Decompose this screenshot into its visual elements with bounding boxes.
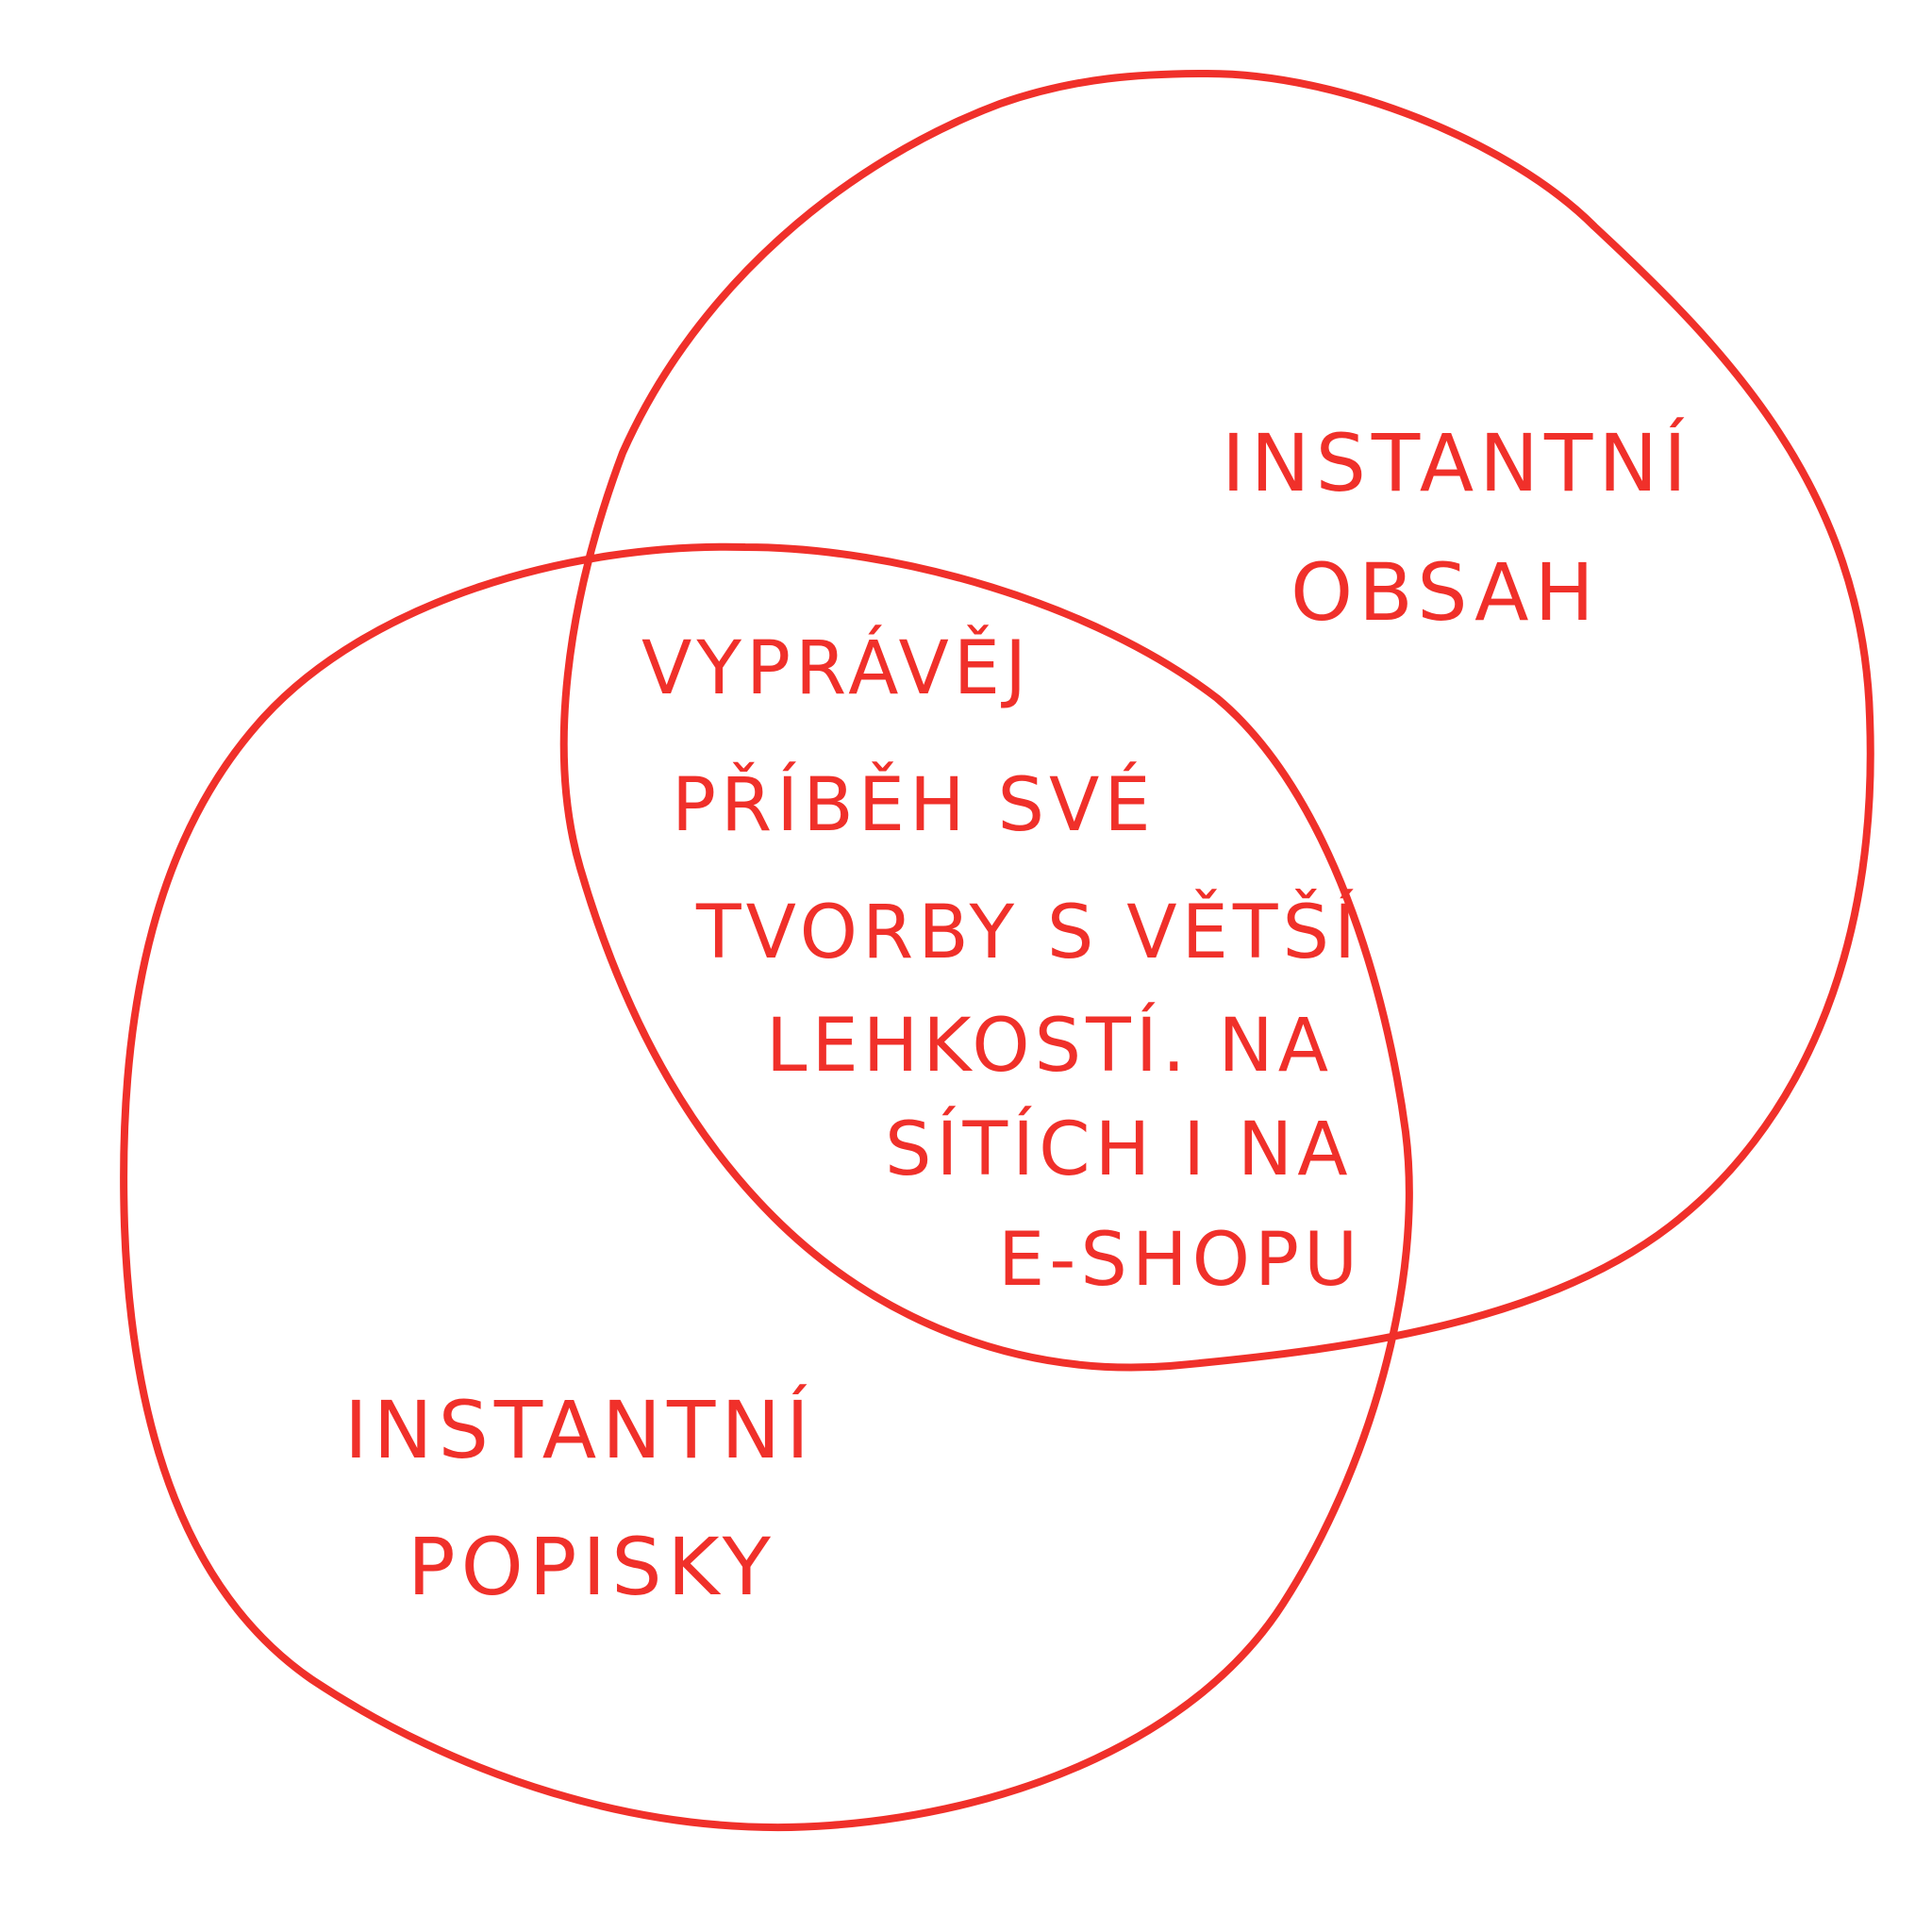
label-content: INSTANTNÍ OBSAH [1222, 417, 1724, 639]
intersection-line-3: TVORBY S VĚTŠÍ [695, 889, 1360, 975]
set-circle-captions [120, 542, 1413, 1831]
set-circle-content [559, 70, 1874, 1372]
label-content-line-1: INSTANTNÍ [1222, 417, 1692, 509]
label-captions-line-2: POPISKY [408, 1521, 776, 1613]
label-content-line-2: OBSAH [1291, 546, 1600, 639]
intersection-line-6: E-SHOPU [998, 1218, 1362, 1303]
label-intersection: VYPRÁVĚJ PŘÍBĚH SVÉ TVORBY S VĚTŠÍ LEHKO… [641, 625, 1389, 1303]
intersection-line-5: SÍTÍCH I NA [885, 1106, 1353, 1192]
intersection-line-1: VYPRÁVĚJ [641, 625, 1031, 711]
intersection-line-4: LEHKOSTÍ. NA [766, 1002, 1333, 1089]
intersection-line-2: PŘÍBĚH SVÉ [672, 761, 1156, 848]
label-captions: INSTANTNÍ POPISKY [344, 1384, 846, 1613]
label-captions-line-1: INSTANTNÍ [344, 1384, 815, 1476]
